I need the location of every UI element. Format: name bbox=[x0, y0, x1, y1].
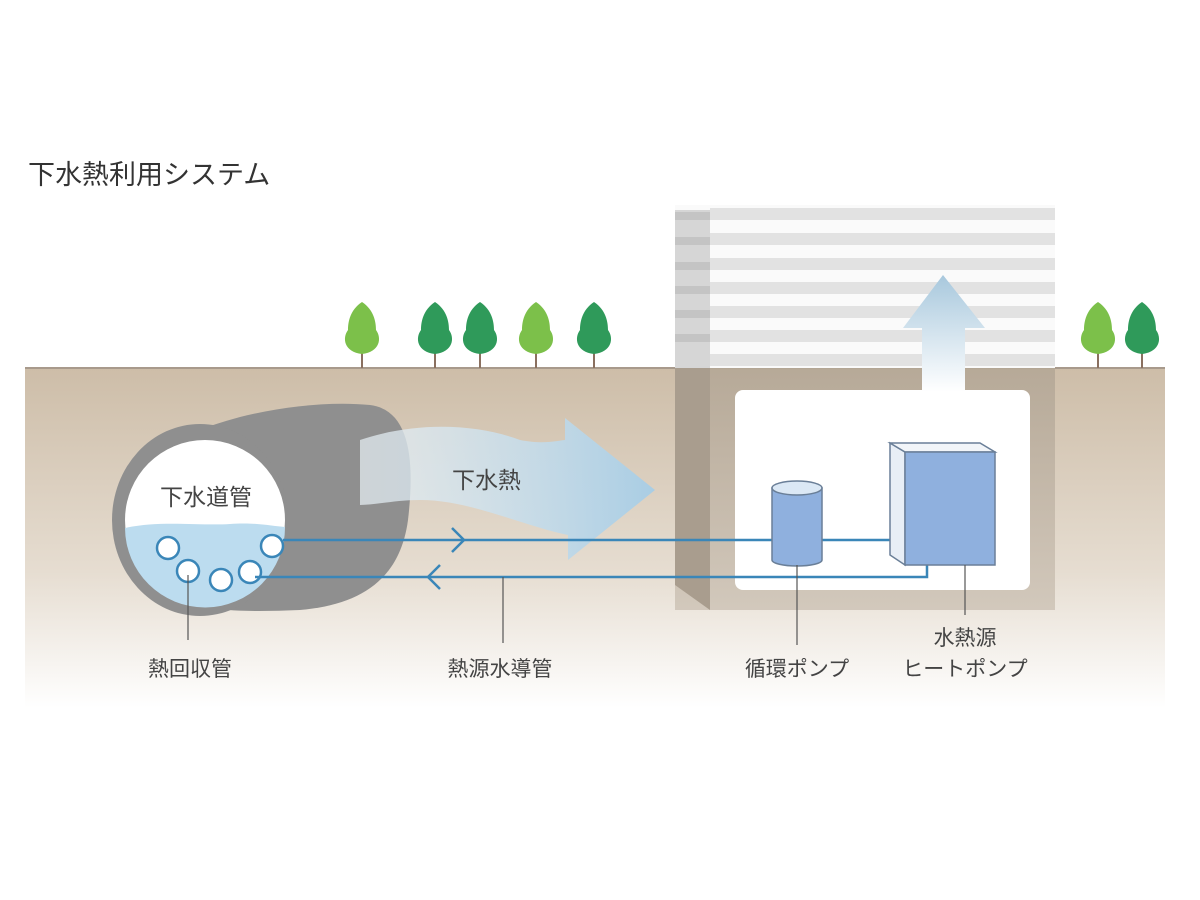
tree-icon bbox=[576, 302, 612, 368]
tree-icon bbox=[344, 302, 380, 368]
circulation-pump-label: 循環ポンプ bbox=[745, 657, 849, 681]
sewer-heat-arrow bbox=[360, 418, 655, 560]
diagram-title: 下水熱利用システム bbox=[28, 160, 270, 191]
heat-recovery-pipe-label: 熱回収管 bbox=[148, 657, 232, 681]
heat-supply-arrow bbox=[903, 275, 985, 392]
flow-left-icon bbox=[426, 564, 441, 590]
heat-pump bbox=[887, 441, 998, 567]
tree-icon bbox=[462, 302, 498, 368]
flow-right-icon bbox=[451, 527, 466, 553]
heat-pump-label-line1: 水熱源 bbox=[934, 626, 997, 650]
sewer-pipe-label: 下水道管 bbox=[160, 485, 252, 511]
building bbox=[675, 205, 1055, 610]
tree-icon bbox=[518, 302, 554, 368]
circulation-pump bbox=[771, 480, 823, 567]
heat-source-water-pipe-label: 熱源水導管 bbox=[448, 657, 553, 681]
heat-pump-label-line2: ヒートポンプ bbox=[902, 657, 1027, 681]
trees bbox=[344, 302, 1160, 368]
tree-icon bbox=[417, 302, 453, 368]
tree-icon bbox=[1124, 302, 1160, 368]
leader-lines bbox=[187, 565, 966, 645]
sewer-pipe: 下水道管 bbox=[112, 403, 411, 616]
sewer-heat-label: 下水熱 bbox=[452, 468, 521, 494]
tree-icon bbox=[1080, 302, 1116, 368]
